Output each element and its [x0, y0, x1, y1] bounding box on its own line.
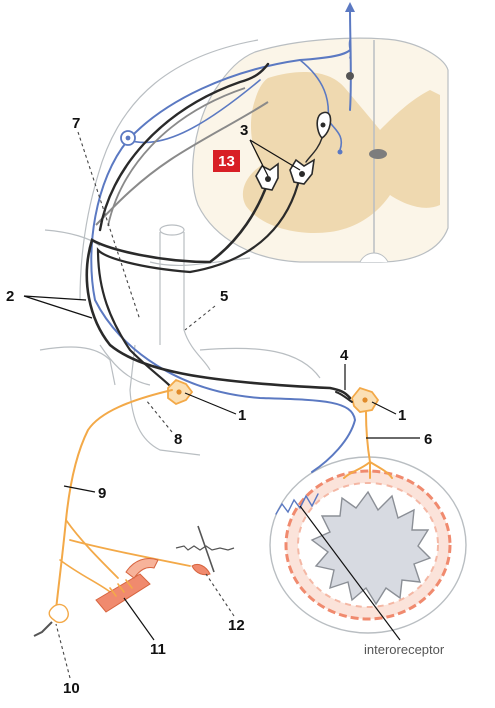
dorsal-root-arc-gray — [107, 87, 246, 227]
leader-7 — [77, 131, 141, 321]
arrector-pili-muscle — [191, 563, 211, 576]
hair-shaft — [197, 525, 215, 573]
badge-13: 13 — [213, 150, 240, 172]
skin-surface — [175, 545, 235, 551]
postganglionic-to-gut — [343, 411, 393, 479]
interneuron-axon — [305, 137, 323, 163]
label-9: 9 — [98, 485, 106, 502]
number-labels: 7 3 2 5 4 1 1 8 6 9 12 11 10 interorecep… — [6, 115, 445, 697]
postganglionic-trunk — [55, 389, 173, 611]
sweat-duct — [33, 621, 53, 637]
leader-2-upper — [23, 295, 87, 301]
skin-hair — [175, 525, 235, 576]
central-canal — [369, 149, 387, 159]
label-3: 3 — [240, 122, 248, 139]
ganglion-frame-outline — [129, 344, 201, 456]
preganglionic-fiber-inner — [96, 174, 302, 390]
label-1-left: 1 — [238, 407, 246, 424]
badge-13-text: 13 — [218, 153, 235, 170]
leader-lines — [23, 131, 420, 679]
leader-11 — [123, 597, 155, 641]
label-4: 4 — [340, 347, 349, 364]
afferent-dorsal-branch — [127, 79, 261, 144]
afferent-fiber-ascending — [349, 7, 352, 111]
dorsal-root-outline — [79, 39, 259, 301]
label-1-right: 1 — [398, 407, 406, 424]
leader-9 — [63, 485, 96, 493]
interoreceptor-ending — [275, 493, 319, 515]
label-7: 7 — [72, 115, 80, 132]
body-outlines — [39, 39, 321, 456]
leader-interoreceptor — [299, 505, 401, 641]
afferent-terminal — [337, 149, 343, 155]
leader-3-left — [249, 139, 269, 177]
label-5: 5 — [220, 288, 228, 305]
aorta-outline — [159, 232, 211, 371]
dorsal-root-ganglion-nucleus — [125, 135, 131, 141]
leader-3-right — [249, 139, 301, 171]
interneuron-nucleus — [320, 122, 326, 128]
postganglionic-to-skin — [69, 539, 191, 567]
postganglionic-to-vessel — [65, 519, 119, 579]
label-11: 11 — [150, 641, 166, 658]
leader-1-right — [371, 401, 397, 415]
sympathetic-trunk-outline — [99, 344, 151, 386]
paravertebral-ganglion-nucleus — [176, 389, 182, 395]
label-10: 10 — [63, 680, 80, 697]
preganglionic-nucleus-left — [265, 176, 271, 182]
intestine — [269, 456, 467, 634]
blood-vessel-main — [95, 573, 151, 613]
ascending-fiber-cell — [346, 72, 354, 80]
prevertebral-connector — [335, 391, 353, 403]
postganglionic-pathway — [33, 389, 393, 637]
label-12: 12 — [228, 617, 245, 634]
label-8: 8 — [174, 431, 182, 448]
leader-12 — [205, 573, 235, 617]
leader-2-lower — [23, 295, 93, 319]
leader-8 — [145, 399, 173, 433]
blood-vessel — [95, 558, 159, 613]
preganglionic-nucleus-right — [299, 171, 305, 177]
intestine-lumen — [310, 490, 432, 606]
badge-13-box — [213, 150, 240, 172]
ascending-arrow-icon — [345, 2, 355, 12]
prevertebral-ganglion-nucleus — [362, 397, 368, 403]
afferent-branch-to-cell — [348, 39, 352, 59]
preganglionic-fiber-outer — [85, 180, 352, 400]
ventral-median-fissure — [359, 252, 389, 263]
spinal-nerve-outline — [44, 229, 101, 247]
blood-vessel-branch — [125, 558, 159, 579]
preganglionic-pathway — [85, 62, 352, 400]
dorsal-root-arc-black — [98, 62, 270, 232]
leader-10 — [55, 623, 71, 679]
label-2: 2 — [6, 288, 14, 305]
postganglionic-branch-lower — [59, 559, 111, 593]
preganglionic-fiber-third — [95, 101, 269, 226]
sweat-gland-icon — [48, 603, 69, 624]
prevertebral-outline — [199, 347, 321, 379]
afferent-fiber-main — [90, 49, 357, 473]
vessel-nerve-wrap — [109, 579, 133, 597]
label-6: 6 — [424, 431, 432, 448]
leader-1-left — [184, 392, 237, 415]
lateral-horn-neurons — [255, 111, 332, 191]
aorta-top — [159, 224, 185, 236]
leader-5 — [184, 305, 216, 331]
body-wall-outline-left — [39, 346, 116, 386]
label-interoreceptor: interoreceptor — [364, 642, 445, 657]
sympathetic-ganglia — [167, 378, 380, 413]
